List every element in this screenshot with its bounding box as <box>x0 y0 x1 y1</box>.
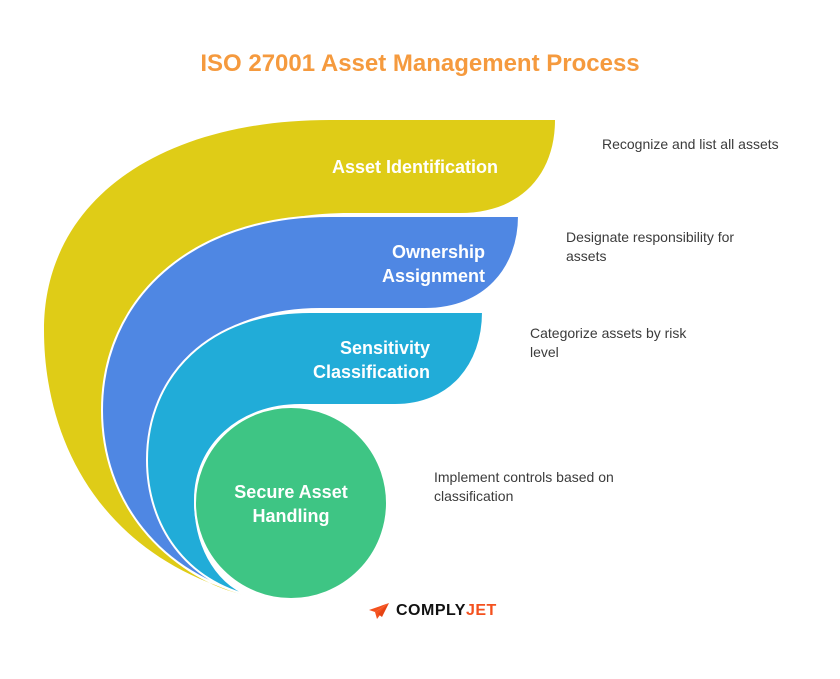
stage-4-label-line2: Handling <box>252 506 330 526</box>
stage-2-label-line2: Assignment <box>381 266 485 286</box>
stage-4-label-line1: Secure Asset <box>234 482 348 502</box>
stage-2-label-line1: Ownership <box>391 242 485 262</box>
logo-text-comply: COMPLY <box>396 602 466 619</box>
stage-4-description-line1: Implement controls based on <box>434 469 614 485</box>
logo-text-jet: JET <box>465 602 497 619</box>
stage-3-description-line2: level <box>530 344 559 360</box>
stage-2-label: Ownership Assignment <box>340 240 485 288</box>
diagram-title: ISO 27001 Asset Management Process <box>200 50 640 77</box>
complyjet-logo: COMPLYJET <box>368 602 497 620</box>
paper-plane-icon <box>369 603 389 619</box>
stage-2-description-line2: assets <box>566 248 607 264</box>
stage-3-description: Categorize assets by risk level <box>530 324 686 362</box>
stage-1-description-line1: Recognize and list all assets <box>602 136 779 152</box>
stage-4-shape <box>194 406 388 600</box>
stage-2-description: Designate responsibility for assets <box>566 228 734 266</box>
stage-3-description-line1: Categorize assets by risk <box>530 325 687 341</box>
stage-4-description-line2: classification <box>434 488 514 504</box>
stage-1-label: Asset Identification <box>300 155 530 179</box>
stage-1-shape <box>44 120 555 597</box>
stage-4-description: Implement controls based on classificati… <box>434 468 614 506</box>
stage-3-label-line1: Sensitivity <box>339 338 430 358</box>
stage-1-label-line1: Asset Identification <box>331 157 499 177</box>
stage-3-label: Sensitivity Classification <box>290 336 430 384</box>
stage-2-description-line1: Designate responsibility for <box>566 229 735 245</box>
stage-1-description: Recognize and list all assets <box>602 135 779 154</box>
logo-text: COMPLYJET <box>396 602 497 620</box>
stage-3-label-line2: Classification <box>312 362 430 382</box>
stage-4-label: Secure Asset Handling <box>211 480 371 528</box>
